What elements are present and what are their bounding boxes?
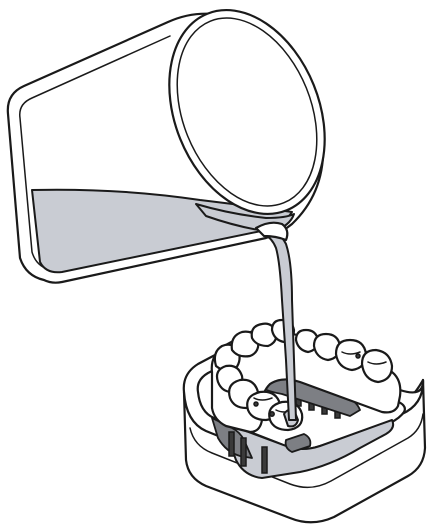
pouring-beaker-icon [8,0,354,283]
support-pin [262,447,267,473]
tooth-shadow [270,412,274,416]
support-pin [229,432,234,456]
tooth-shadow [356,354,360,358]
support-pin [241,438,246,466]
tooth-shadow [254,402,258,406]
tooth [362,350,392,382]
